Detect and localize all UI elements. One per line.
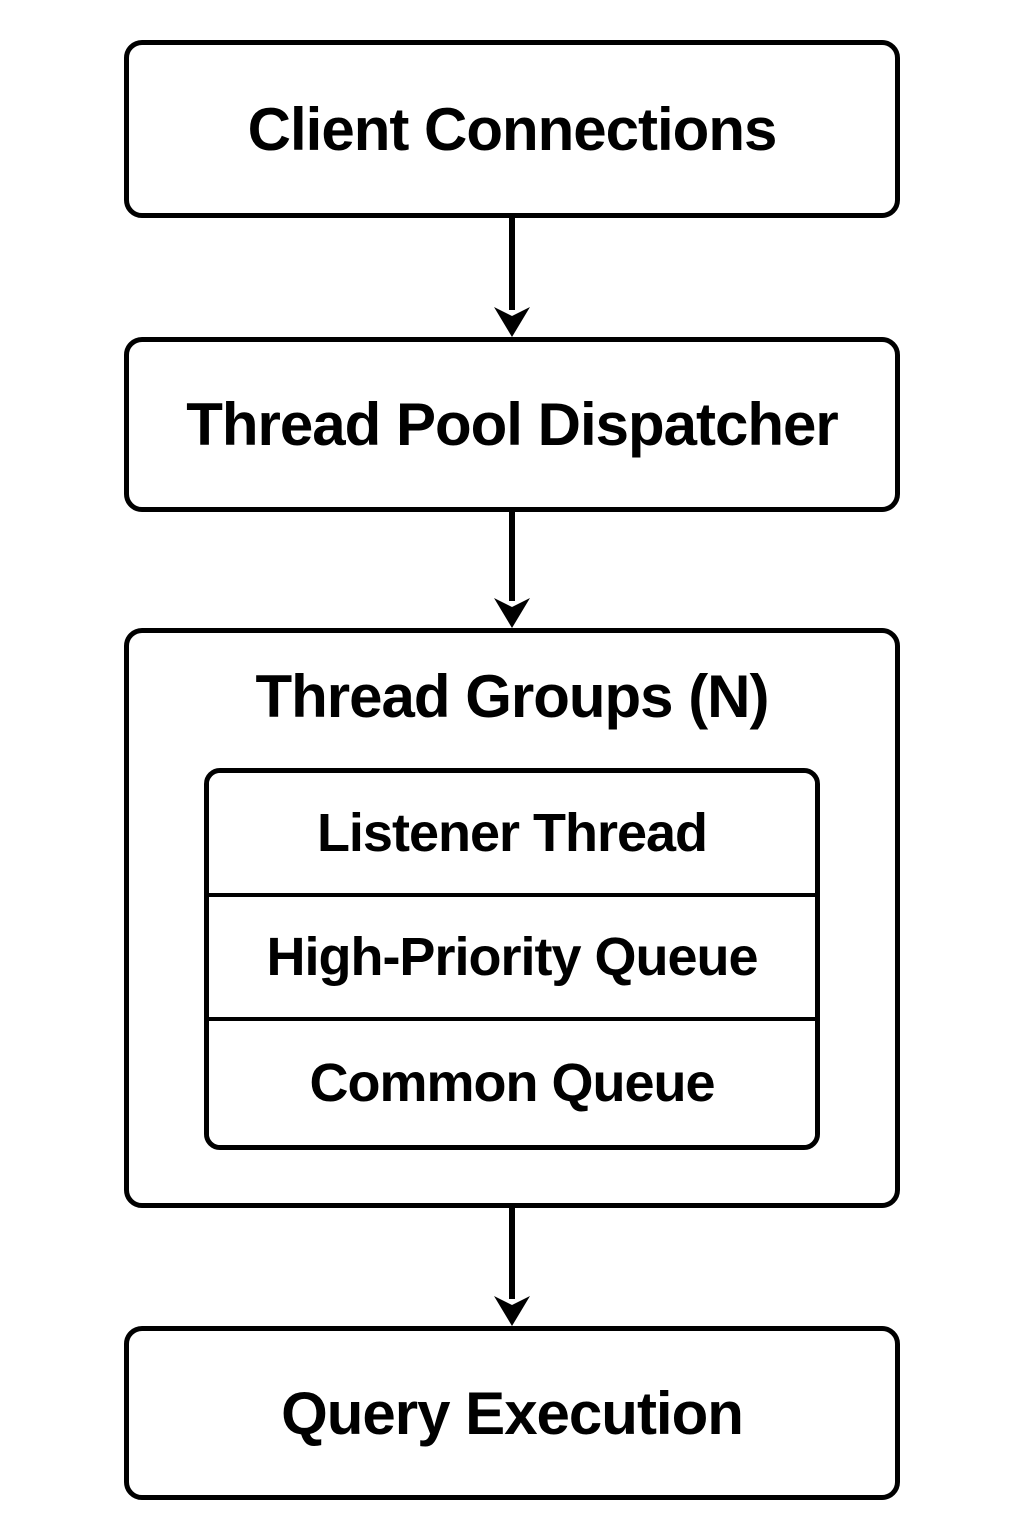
node-query-execution: Query Execution	[124, 1326, 900, 1500]
node-listener-thread-label: Listener Thread	[316, 803, 708, 863]
node-high-priority-queue: High-Priority Queue	[209, 897, 815, 1021]
node-client-connections: Client Connections	[124, 40, 900, 218]
node-thread-pool-dispatcher-label: Thread Pool Dispatcher	[186, 391, 838, 458]
arrow-down-icon	[494, 1208, 530, 1326]
node-common-queue: Common Queue	[209, 1021, 815, 1145]
node-client-connections-label: Client Connections	[247, 95, 778, 163]
node-thread-pool-dispatcher: Thread Pool Dispatcher	[124, 337, 900, 512]
node-listener-thread: Listener Thread	[209, 773, 815, 897]
node-high-priority-queue-label: High-Priority Queue	[266, 927, 758, 987]
arrow-down-icon	[494, 218, 530, 337]
node-thread-groups: Thread Groups (N) Listener Thread High-P…	[124, 628, 900, 1208]
node-common-queue-label: Common Queue	[309, 1053, 715, 1113]
arrow-down-icon	[494, 512, 530, 628]
thread-groups-title: Thread Groups (N)	[255, 663, 769, 730]
thread-group-stack: Listener Thread High-Priority Queue Comm…	[204, 768, 820, 1150]
node-query-execution-label: Query Execution	[281, 1379, 744, 1447]
